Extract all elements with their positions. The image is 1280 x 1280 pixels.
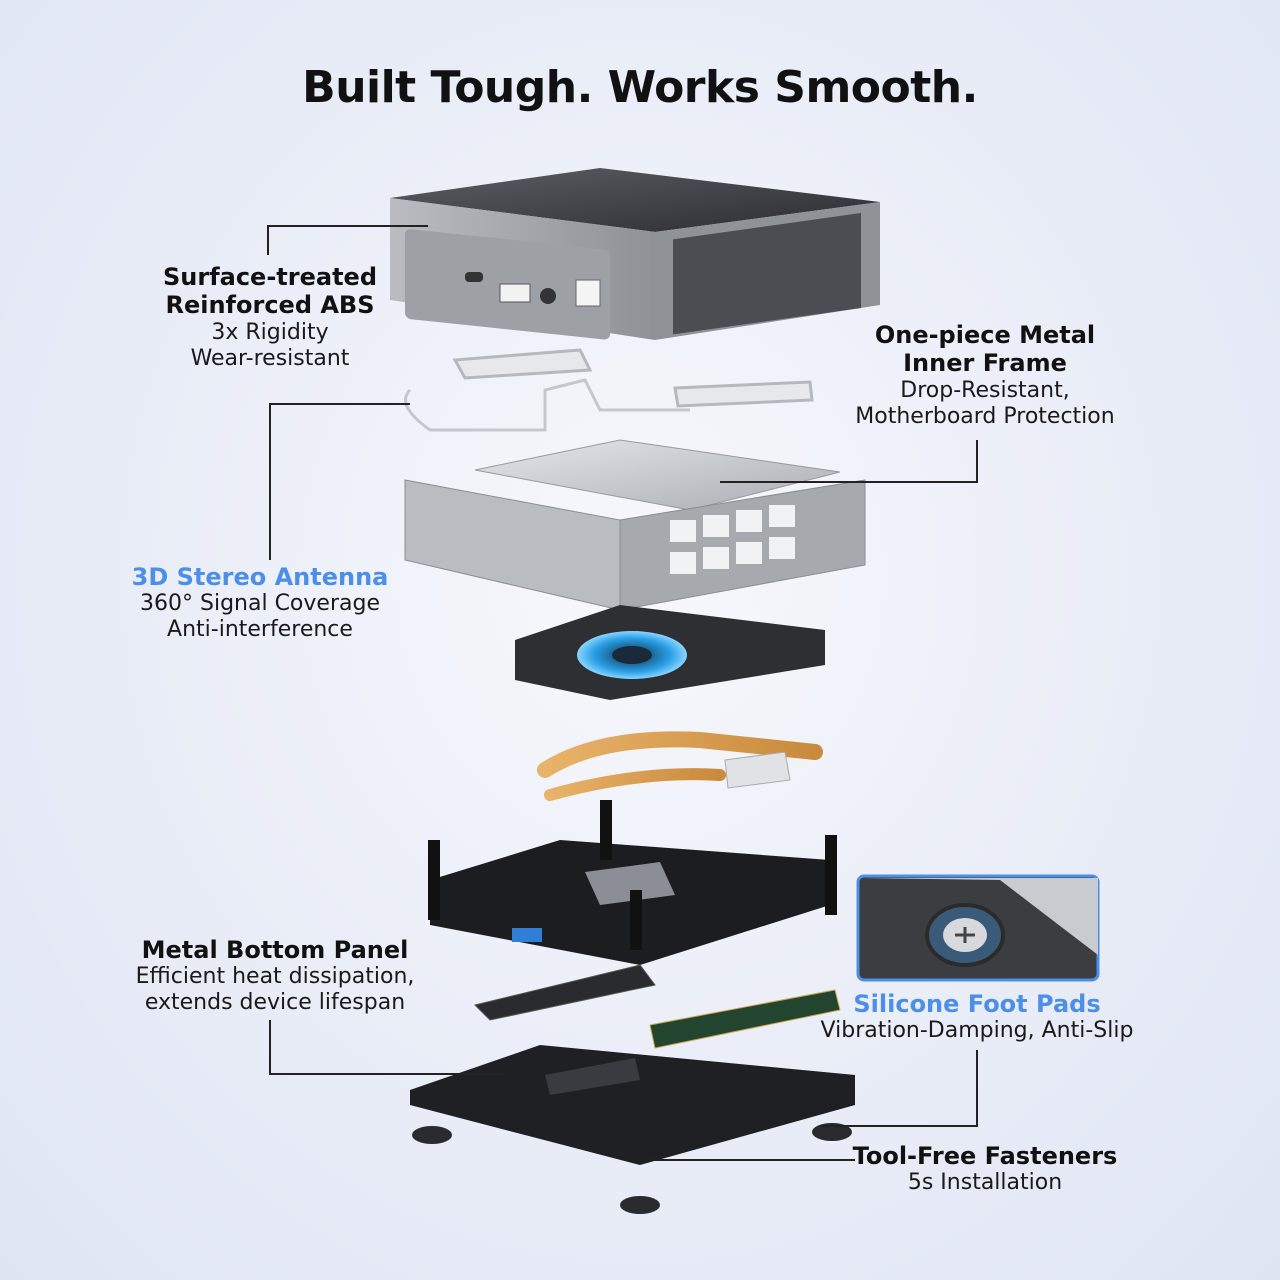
callout-abs-sub-1: 3x Rigidity [211,319,329,345]
page-title: Built Tough. Works Smooth. [302,62,978,113]
callout-antenna: 3D Stereo Antenna 360° Signal Coverage A… [120,563,400,643]
callout-abs: Surface-treated Reinforced ABS 3x Rigidi… [140,263,400,372]
callout-frame-sub-1: Drop-Resistant, [900,377,1070,403]
heatpipe [537,731,823,801]
callout-fasteners: Tool-Free Fasteners 5s Installation [850,1142,1120,1196]
callout-bottom: Metal Bottom Panel Efficient heat dissip… [120,936,430,1016]
callout-bottom-heading: Metal Bottom Panel [141,936,409,964]
callout-frame: One-piece Metal Inner Frame Drop-Resista… [840,321,1130,430]
audio-jack-icon [540,288,556,304]
callout-abs-sub-2: Wear-resistant [190,345,350,371]
callout-foot: Silicone Foot Pads Vibration-Damping, An… [812,990,1142,1044]
bottom-panel [410,1045,855,1165]
callout-abs-heading-2: Reinforced ABS [165,291,375,320]
ssd [474,964,656,1021]
callout-abs-heading-1: Surface-treated [162,263,378,291]
usb-c-port-icon [465,272,483,282]
callout-frame-heading-2: Inner Frame [903,349,1067,378]
callout-frame-sub-2: Motherboard Protection [855,403,1115,429]
ram [649,989,841,1049]
callout-foot-heading: Silicone Foot Pads [853,990,1101,1018]
callout-foot-sub-1: Vibration-Damping, Anti-Slip [820,1018,1134,1044]
screw-icon [412,1123,852,1214]
callout-fasteners-sub-1: 5s Installation [907,1170,1063,1196]
cooling-fan [515,605,825,700]
callout-fasteners-heading: Tool-Free Fasteners [852,1142,1118,1170]
callout-antenna-sub-2: Anti-interference [167,617,353,643]
callout-antenna-heading: 3D Stereo Antenna [131,563,389,591]
callout-bottom-sub-2: extends device lifespan [144,990,406,1016]
usb-a-port-icon [499,283,531,303]
top-case [390,168,880,340]
leader-lines [267,225,978,1161]
motherboard [428,800,837,965]
callout-frame-heading-1: One-piece Metal [874,321,1096,349]
inner-metal-frame [404,439,866,611]
power-button-icon [575,279,601,307]
antenna [404,348,814,432]
callout-antenna-sub-1: 360° Signal Coverage [140,591,380,617]
foot-pad-inset [856,874,1100,982]
callout-bottom-sub-1: Efficient heat dissipation, [135,964,415,990]
